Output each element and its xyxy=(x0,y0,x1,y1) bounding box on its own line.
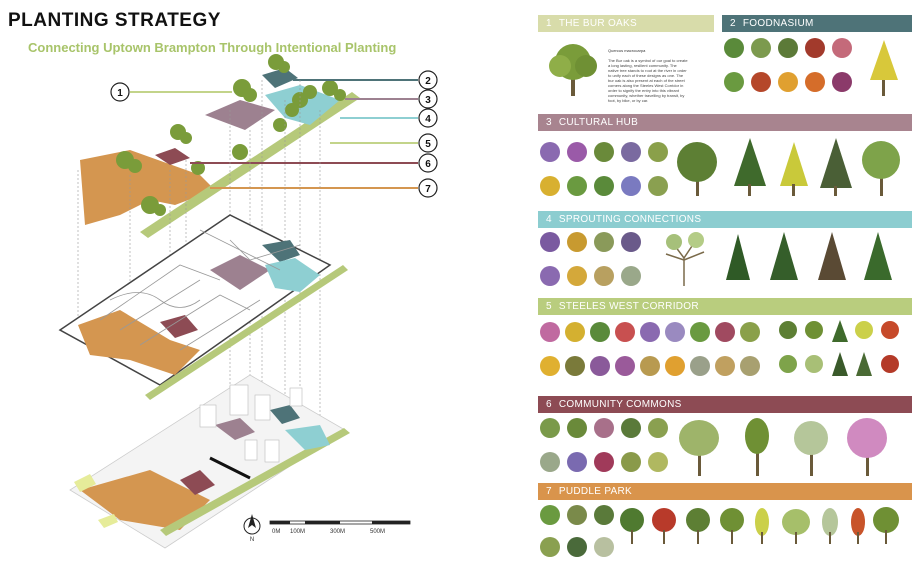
section-header-puddle-park: 7 PUDDLE PARK xyxy=(538,483,912,500)
callout-5: 5 xyxy=(425,139,431,150)
section-title: FOODNASIUM xyxy=(742,18,814,29)
cultural-hub-trees xyxy=(677,138,900,196)
sprouting-connections-trees xyxy=(665,232,892,286)
section-title: PUDDLE PARK xyxy=(558,486,633,497)
north-label: N xyxy=(250,537,254,543)
callout-lines xyxy=(130,79,418,189)
cultural-hub-plants xyxy=(540,142,680,202)
street-plan-layer xyxy=(58,214,348,400)
section-num: 3 xyxy=(546,117,552,128)
section-header-cultural-hub: 3 CULTURAL HUB xyxy=(538,114,912,131)
section-num: 2 xyxy=(730,18,736,29)
puddle-park-trees xyxy=(620,507,899,544)
section-title: SPROUTING CONNECTIONS xyxy=(558,214,702,225)
scale-bar xyxy=(269,520,411,525)
foodnasium-plants xyxy=(724,38,864,98)
foodnasium-tree xyxy=(870,40,898,96)
section-title: CULTURAL HUB xyxy=(558,117,639,128)
callout-1: 1 xyxy=(117,88,123,99)
scale-label-0: 0M xyxy=(272,529,280,535)
bur-oak-description: The Bur oak is a symbol of our goal to c… xyxy=(608,58,688,103)
scale-label-100: 100M xyxy=(290,529,305,535)
foodnasium-block xyxy=(262,68,298,88)
section-num: 7 xyxy=(546,486,552,497)
callout-markers: 1 2 3 4 5 6 7 xyxy=(110,70,438,198)
puddle-park-plants xyxy=(540,505,622,565)
north-arrow xyxy=(243,514,261,535)
callout-6: 6 xyxy=(425,159,431,170)
section-num: 6 xyxy=(546,399,552,410)
callout-2: 2 xyxy=(425,76,431,87)
tree-cluster xyxy=(116,54,346,216)
section-title: STEELES WEST CORRIDOR xyxy=(558,301,699,312)
section-num: 5 xyxy=(546,301,552,312)
callout-3: 3 xyxy=(425,95,431,106)
community-commons-plants xyxy=(540,418,680,478)
puddle-park-plan xyxy=(78,310,200,375)
section-title: THE BUR OAKS xyxy=(558,18,637,29)
planting-layer xyxy=(80,54,360,238)
callout-7: 7 xyxy=(425,184,431,195)
bur-oak-tree-image xyxy=(549,44,597,96)
steeles-corridor-plants xyxy=(540,322,780,382)
bur-oak-species: Quercus macrocarpa xyxy=(608,48,646,53)
cultural-hub-block xyxy=(205,100,275,130)
section-num: 1 xyxy=(546,18,552,29)
section-title: COMMUNITY COMMONS xyxy=(558,399,682,410)
section-num: 4 xyxy=(546,214,552,225)
section-header-bur-oaks: 1 THE BUR OAKS xyxy=(538,15,714,32)
section-header-sprouting-connections: 4 SPROUTING CONNECTIONS xyxy=(538,211,912,228)
section-header-foodnasium: 2 FOODNASIUM xyxy=(722,15,912,32)
corridor-plan xyxy=(145,265,348,400)
community-commons-trees xyxy=(679,418,887,476)
sprouting-connections-plants xyxy=(540,232,650,292)
callout-4: 4 xyxy=(425,114,431,125)
steeles-corridor-trees xyxy=(779,320,899,376)
community-commons-block xyxy=(155,148,190,165)
page-subtitle: Connecting Uptown Brampton Through Inten… xyxy=(28,40,397,55)
section-header-steeles-west-corridor: 5 STEELES WEST CORRIDOR xyxy=(538,298,912,315)
steeles-corridor-strip xyxy=(140,92,360,238)
scale-label-500: 500M xyxy=(370,529,385,535)
puddle-park-land xyxy=(80,150,215,225)
page-title: PLANTING STRATEGY xyxy=(8,10,221,31)
section-header-community-commons: 6 COMMUNITY COMMONS xyxy=(538,396,912,413)
scale-label-300: 300M xyxy=(330,529,345,535)
massing-layer xyxy=(69,374,350,549)
